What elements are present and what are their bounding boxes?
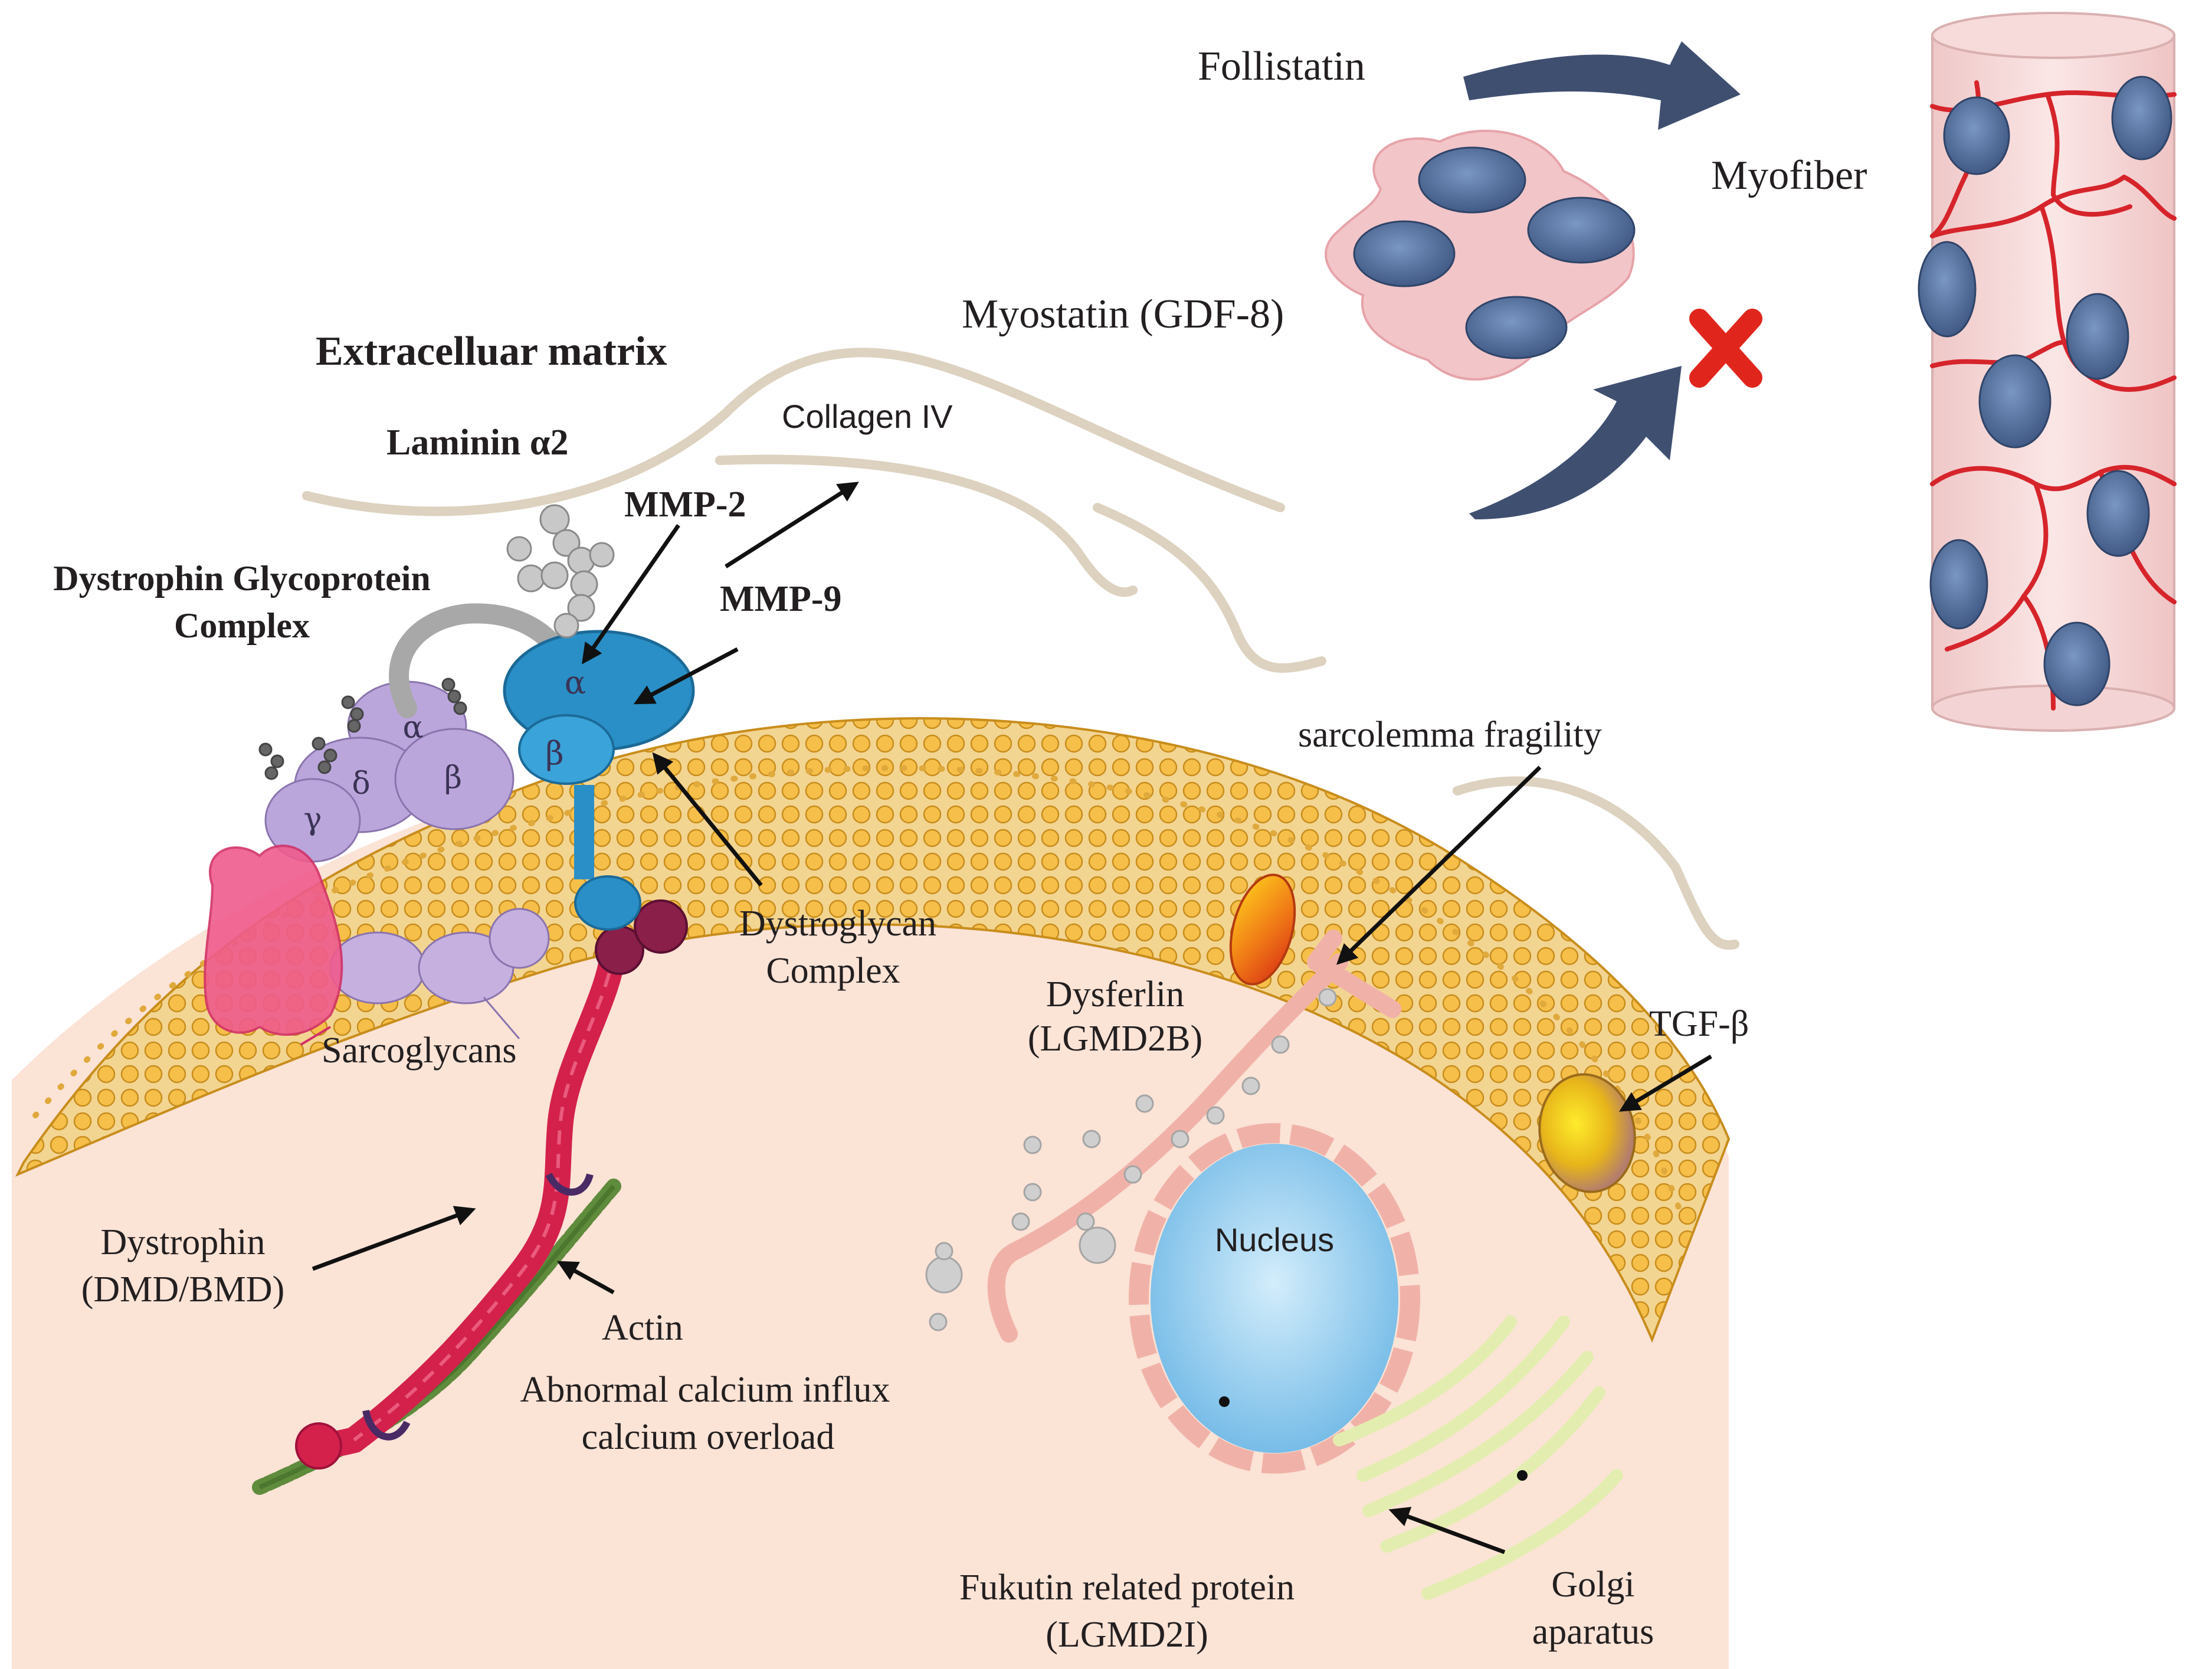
alpha-dystroglycan-label: α [565,664,586,701]
dystrophin-label-line1: Dystrophin [101,1222,266,1262]
actin-binding-clamp [545,1173,594,1196]
golgi-arrow [1388,1507,1506,1555]
beta-dystroglycan-label: β [545,735,563,772]
collagen-iv-label: Collagen IV [782,398,953,435]
delta-sarcoglycan-label: δ [352,766,370,801]
myofiber [1918,12,2177,732]
inhibition-x-icon [1689,309,1762,388]
fukutin-label-line2: (LGMD2I) [1046,1615,1208,1655]
sarcoglycan-lower-lobe [489,908,550,969]
mmp9-arrow [633,647,739,705]
tgf-beta-label: TGF-β [1649,1004,1749,1044]
dgc-label-line2: Complex [174,606,310,645]
dystrophin-terminal-knob [634,899,688,954]
vesicles [925,988,1337,1331]
golgi-dot [1517,1470,1528,1481]
actin-binding-clamp [362,1409,411,1441]
myostatin-arrow [1469,366,1682,519]
follistatin-label: Follistatin [1198,44,1365,89]
sarcoglycan-lower-lobe [329,931,426,1004]
dysferlin-label-line1: Dysferlin [1046,974,1184,1015]
ion-channel [204,845,343,1046]
sarcolemma-fragility-label: sarcolemma fragility [1298,715,1602,755]
calcium-label-line2: calcium overload [582,1417,835,1457]
myofiber-label: Myofiber [1711,153,1867,198]
actin-arrow [556,1261,615,1295]
mmp2-arrow [582,524,680,665]
dystrophin-n-terminal [295,1422,342,1470]
laminin-arm [389,603,571,718]
extracellular-matrix-label: Extracelluar matrix [316,329,667,374]
dystrophin-label-line2: (DMD/BMD) [81,1269,284,1310]
dgc-label-line1: Dystrophin Glycoprotein [53,559,431,598]
dysferlin [1229,873,1296,986]
golgi-apparatus [1333,1315,1623,1600]
tgf-beta-arrow [1618,1054,1712,1112]
laminin-label: Laminin α2 [386,423,569,463]
actin-label: Actin [602,1308,683,1348]
er-branch [1307,930,1401,1018]
tgf-beta-molecule [1538,1073,1636,1193]
sarcolemma-membrane [15,717,1731,1343]
collagen-arrow [725,482,859,568]
calcium-label-line1: Abnormal calcium influx [520,1370,890,1410]
sarcoglycans-label: Sarcoglycans [322,1030,517,1071]
endoplasmic-reticulum [987,953,1348,1343]
dysferlin-label-line2: (LGMD2B) [1028,1019,1202,1059]
dystrophin [295,899,688,1470]
sarcoglycan-leader-line [483,997,520,1039]
myostatin-label: Myostatin (GDF-8) [962,292,1284,337]
golgi-label-line2: aparatus [1532,1612,1654,1652]
dystroglycan-label-line1: Dystroglycan [739,904,936,944]
nucleus-label: Nucleus [1215,1221,1334,1258]
collagen-iv-fibers [302,348,1739,950]
beta-dystroglycan [518,714,615,785]
mmp2-label: MMP-2 [624,485,746,525]
gamma-sarcoglycan-label: γ [303,801,322,837]
dystrophin-arrow [312,1206,476,1271]
sarcoglycan-glycans [258,678,467,780]
golgi-label-line1: Golgi [1551,1565,1634,1605]
dystroglycan-complex: α β [389,504,695,931]
beta-dystroglycan-base [574,875,641,931]
pointer-arrows [312,482,1712,1555]
beta-sarcoglycan [394,728,515,830]
myoblast-cluster [1325,129,1636,381]
fukutin-label-line1: Fukutin related protein [959,1567,1295,1608]
beta-sarcoglycan-label: β [444,760,462,796]
dystroglycan-arrow [652,752,763,887]
fragility-arrow [1336,765,1542,965]
follistatin-arrow [1463,41,1741,130]
nucleus [1129,1123,1420,1474]
dystroglycan-label-line2: Complex [766,951,900,991]
mmp9-label: MMP-9 [720,579,842,619]
dystroglycan-glycans [506,504,615,639]
